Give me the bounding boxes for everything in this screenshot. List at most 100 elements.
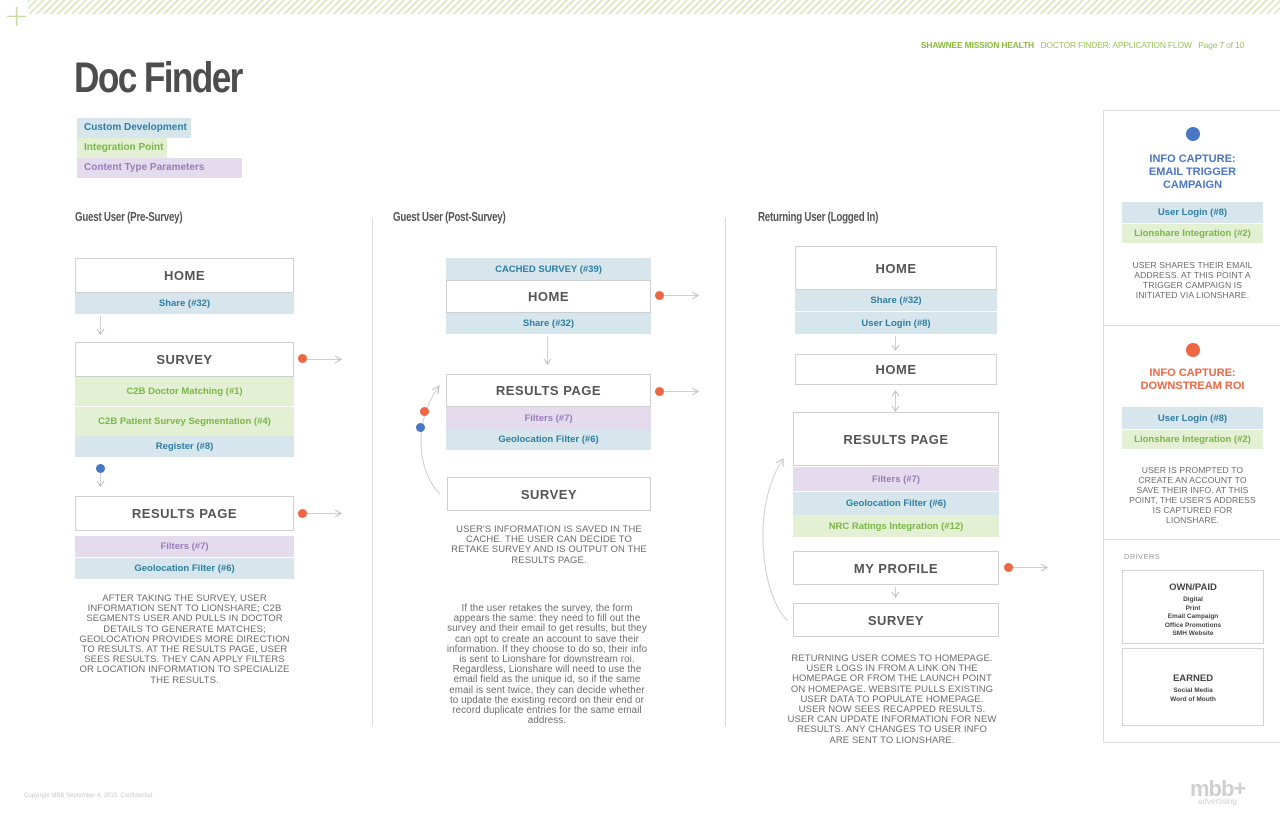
col3-filters: Filters (#7)	[793, 467, 999, 491]
column-divider	[725, 218, 726, 726]
sidebar-divider	[1103, 539, 1280, 540]
header-page: Page 7 of 10	[1198, 40, 1244, 50]
arrow-right-icon	[334, 355, 342, 364]
sidebar-email-title: INFO CAPTURE: EMAIL TRIGGER CAMPAIGN	[1148, 153, 1237, 191]
orange-dot-icon	[655, 387, 664, 396]
sidebar-email-login: User Login (#8)	[1122, 202, 1263, 223]
blue-dot-icon	[416, 423, 425, 432]
sidebar-roi-login: User Login (#8)	[1122, 407, 1263, 429]
col2-note2: If the user retakes the survey, the form…	[446, 603, 648, 727]
legend-custom: Custom Development	[77, 118, 191, 138]
sidebar-email-lionshare: Lionshare Integration (#2)	[1122, 224, 1263, 243]
orange-dot-icon	[1004, 563, 1013, 572]
col2-filters: Filters (#7)	[446, 407, 651, 429]
sidebar-email-note: USER SHARES THEIR EMAIL ADDRESS. AT THIS…	[1132, 260, 1253, 300]
col2-home-box: HOME	[446, 280, 651, 313]
header-org: SHAWNEE MISSION HEALTH	[920, 40, 1034, 50]
mbb-logo-sub: advertising	[1198, 797, 1237, 806]
page-title: Doc Finder	[74, 54, 243, 102]
col3-home-box: HOME	[795, 246, 997, 290]
arrow-right-icon	[691, 291, 699, 300]
connector-line	[895, 336, 896, 350]
drivers-owned-box: OWN/PAID Digital Print Email Campaign Of…	[1122, 570, 1264, 644]
drivers-earned-list: Social Media Word of Mouth	[1123, 687, 1263, 704]
col3-nrc: NRC Ratings Integration (#12)	[793, 515, 999, 537]
col1-filters: Filters (#7)	[75, 536, 294, 557]
blue-dot-icon	[1186, 127, 1200, 141]
col1-c2b-seg: C2B Patient Survey Segmentation (#4)	[75, 406, 294, 436]
sidebar-roi-note: USER IS PROMPTED TO CREATE AN ACCOUNT TO…	[1129, 465, 1256, 525]
col2-note1: USER'S INFORMATION IS SAVED IN THE CACHE…	[451, 524, 647, 566]
arrow-down-icon	[96, 328, 105, 335]
connector-line	[1013, 567, 1047, 568]
orange-dot-icon	[655, 291, 664, 300]
col3-note: RETURNING USER COMES TO HOMEPAGE. USER L…	[787, 653, 997, 746]
mbb-logo: mbb+	[1190, 776, 1246, 801]
arrow-right-icon	[691, 387, 699, 396]
header-doc: DOCTOR FINDER: APPLICATION FLOW	[1040, 40, 1192, 50]
orange-dot-icon	[1186, 343, 1200, 357]
col3-geo: Geolocation Filter (#6)	[793, 492, 999, 515]
connector-line	[895, 587, 896, 597]
column-divider	[372, 218, 373, 726]
drivers-earned-box: EARNED Social Media Word of Mouth	[1122, 648, 1264, 726]
plus-icon: +	[4, 0, 30, 34]
blue-dot-icon	[96, 464, 105, 473]
drivers-label: DRIVERS	[1124, 552, 1161, 561]
arrow-down-icon	[96, 480, 105, 487]
col3-results-box: RESULTS PAGE	[793, 412, 999, 466]
col1-survey-box: SURVEY	[75, 342, 294, 377]
col2-heading: Guest User (Post-Survey)	[393, 210, 506, 224]
col1-results-box: RESULTS PAGE	[75, 496, 294, 531]
connector-line	[307, 513, 341, 514]
drivers-owned-title: OWN/PAID	[1169, 582, 1217, 593]
driver-item: Social Media	[1173, 687, 1213, 694]
col2-survey-box: SURVEY	[447, 477, 651, 511]
arrow-right-icon	[1040, 563, 1048, 572]
driver-item: Digital	[1183, 596, 1203, 603]
driver-item: SMH Website	[1172, 630, 1214, 637]
col3-share: Share (#32)	[795, 290, 997, 311]
drivers-earned-title: EARNED	[1172, 673, 1214, 684]
connector-line	[664, 295, 698, 296]
col3-profile-box: MY PROFILE	[793, 551, 999, 585]
col2-cached: CACHED SURVEY (#39)	[446, 258, 651, 280]
double-arrow-icon	[891, 390, 900, 412]
drivers-owned-list: Digital Print Email Campaign Office Prom…	[1123, 596, 1263, 639]
sidebar-divider	[1103, 325, 1280, 326]
connector-line	[100, 316, 101, 334]
loop-arrow-icon	[420, 385, 441, 495]
col1-note: AFTER TAKING THE SURVEY, USER INFORMATIO…	[79, 593, 290, 686]
col3-survey-box: SURVEY	[793, 603, 999, 637]
connector-line	[664, 391, 698, 392]
col1-c2b-match: C2B Doctor Matching (#1)	[75, 377, 294, 406]
driver-item: Print	[1185, 604, 1201, 612]
col3-login: User Login (#8)	[795, 312, 997, 334]
loop-arrow-icon	[762, 458, 789, 622]
arrow-down-icon	[891, 344, 900, 351]
orange-dot-icon	[420, 407, 429, 416]
col2-results-box: RESULTS PAGE	[446, 374, 651, 407]
legend-integration: Integration Point	[77, 138, 167, 158]
col1-home-box: HOME	[75, 258, 294, 293]
orange-dot-icon	[298, 354, 307, 363]
arrow-down-icon	[543, 358, 552, 365]
sidebar-roi-title: INFO CAPTURE: DOWNSTREAM ROI	[1140, 367, 1245, 392]
col2-share-bar: Share (#32)	[446, 313, 651, 334]
page-header: SHAWNEE MISSION HEALTH DOCTOR FINDER: AP…	[921, 40, 1244, 50]
col1-register: Register (#8)	[75, 436, 294, 457]
connector-line	[100, 473, 101, 485]
arrow-down-icon	[891, 591, 900, 598]
connector-line	[307, 359, 341, 360]
sidebar-roi-lionshare: Lionshare Integration (#2)	[1122, 430, 1263, 449]
col2-geo: Geolocation Filter (#6)	[446, 429, 651, 450]
driver-item: Office Promotions	[1164, 621, 1222, 629]
col1-geo: Geolocation Filter (#6)	[75, 558, 294, 579]
driver-item: Email Campaign	[1167, 613, 1219, 620]
arrow-right-icon	[334, 509, 342, 518]
copyright: Copyright MBB September 4, 2015. Confide…	[24, 793, 154, 799]
driver-item: Word of Mouth	[1170, 695, 1216, 703]
orange-dot-icon	[298, 509, 307, 518]
legend-content: Content Type Parameters	[77, 158, 242, 178]
col3-heading: Returning User (Logged In)	[758, 210, 879, 224]
